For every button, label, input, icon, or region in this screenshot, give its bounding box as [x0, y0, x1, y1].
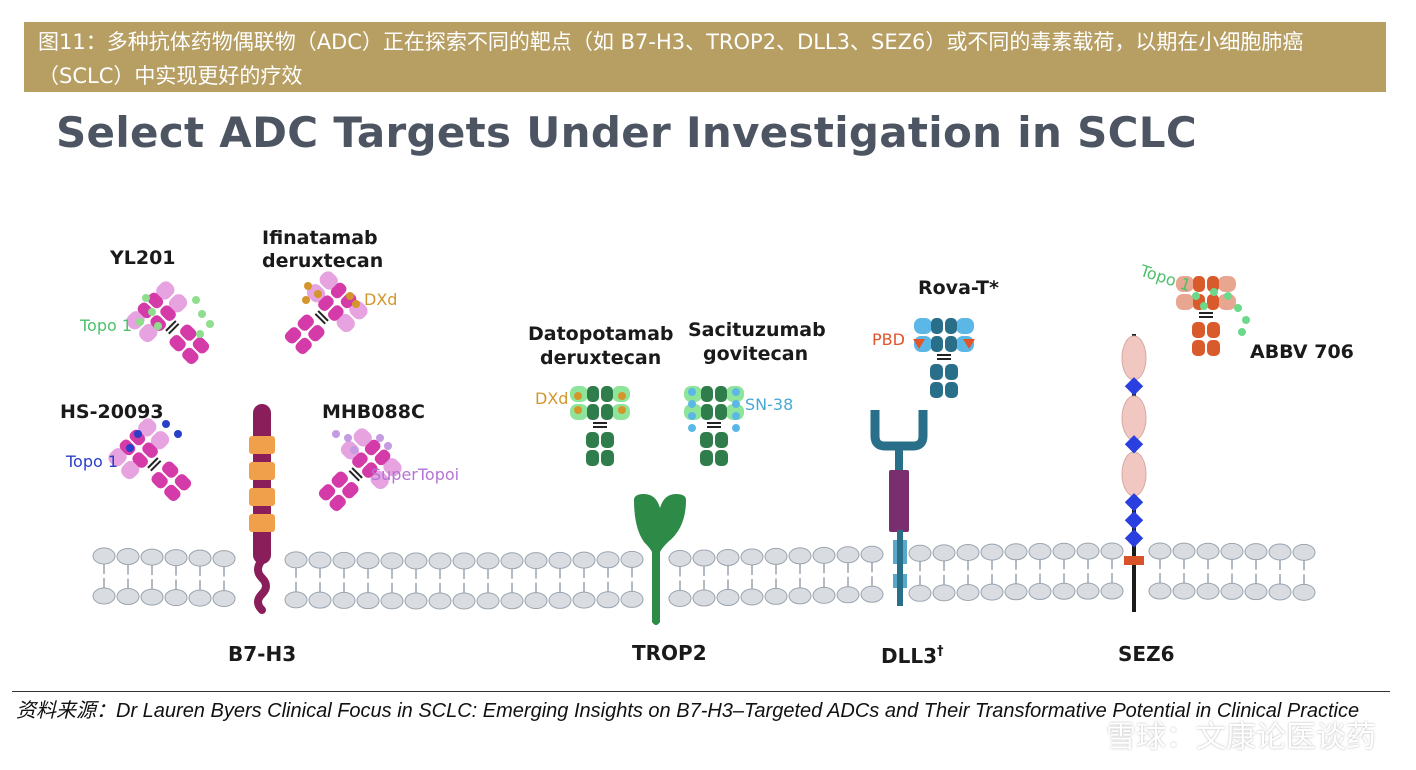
label-sacituzumab-1: Sacituzumab	[688, 319, 826, 341]
payload-label-supertopoi: SuperTopoi	[371, 465, 459, 484]
antibody-ifinatamab	[284, 271, 368, 355]
antibody-rova-t	[914, 318, 974, 398]
antibody-mhb088c	[318, 428, 402, 512]
payload-label-pbd: PBD	[872, 330, 905, 349]
sez6-receptor	[1121, 334, 1147, 612]
payload-label-topo1-abbv706: Topo 1	[1137, 261, 1193, 295]
target-label-trop2: TROP2	[632, 641, 707, 665]
b7h3-receptor	[249, 404, 275, 614]
payload-label-topo1-yl201: Topo 1	[79, 316, 132, 335]
label-datopotamab-2: deruxtecan	[540, 347, 661, 369]
watermark: 雪球：文康论医谈药	[1106, 720, 1376, 755]
source-note: 资料来源：Dr Lauren Byers Clinical Focus in S…	[16, 700, 1360, 722]
label-hs20093: HS-20093	[60, 401, 164, 423]
target-label-b7h3: B7-H3	[228, 642, 296, 666]
label-datopotamab-1: Datopotamab	[528, 323, 674, 345]
payload-label-topo1-hs20093: Topo 1	[65, 452, 118, 471]
label-yl201: YL201	[109, 247, 176, 269]
antibody-hs20093	[108, 418, 192, 502]
cell-membrane	[92, 542, 1316, 610]
antibody-yl201	[126, 281, 210, 365]
adc-targets-diagram: YL201 Ifinatamab deruxtecan HS-20093 MHB…	[60, 227, 1354, 668]
payload-topo1-hs20093	[126, 420, 182, 452]
payload-label-sn38: SN-38	[745, 395, 793, 414]
label-ifinatamab-1: Ifinatamab	[262, 227, 378, 249]
label-mhb088c: MHB088C	[322, 401, 425, 423]
label-ifinatamab-2: deruxtecan	[262, 250, 383, 272]
diagram-title: Select ADC Targets Under Investigation i…	[56, 108, 1197, 157]
source-divider	[12, 691, 1390, 692]
dll3-receptor	[870, 410, 928, 606]
label-abbv706: ABBV 706	[1250, 341, 1354, 363]
pbd-payload	[913, 339, 975, 349]
figure-caption: 图11：多种抗体药物偶联物（ADC）正在探索不同的靶点（如 B7-H3、TROP…	[24, 22, 1386, 92]
payload-topo1-yl201	[136, 294, 214, 338]
target-label-dll3: DLL3†	[881, 644, 944, 668]
payload-label-dxd-ifinatamab: DXd	[364, 290, 397, 309]
antibody-abbv706	[1176, 276, 1236, 356]
payload-topo1-abbv706	[1192, 288, 1250, 336]
label-sacituzumab-2: govitecan	[703, 343, 808, 365]
payload-dxd-datopotamab	[574, 392, 626, 414]
payload-dxd-ifinatamab	[302, 282, 360, 308]
target-label-sez6: SEZ6	[1118, 642, 1174, 666]
trop2-receptor	[634, 494, 686, 625]
payload-label-dxd-datopotamab: DXd	[535, 389, 568, 408]
payload-sn38	[688, 388, 740, 432]
label-rova-t: Rova-T*	[918, 277, 999, 299]
payload-supertopoi	[332, 430, 392, 454]
